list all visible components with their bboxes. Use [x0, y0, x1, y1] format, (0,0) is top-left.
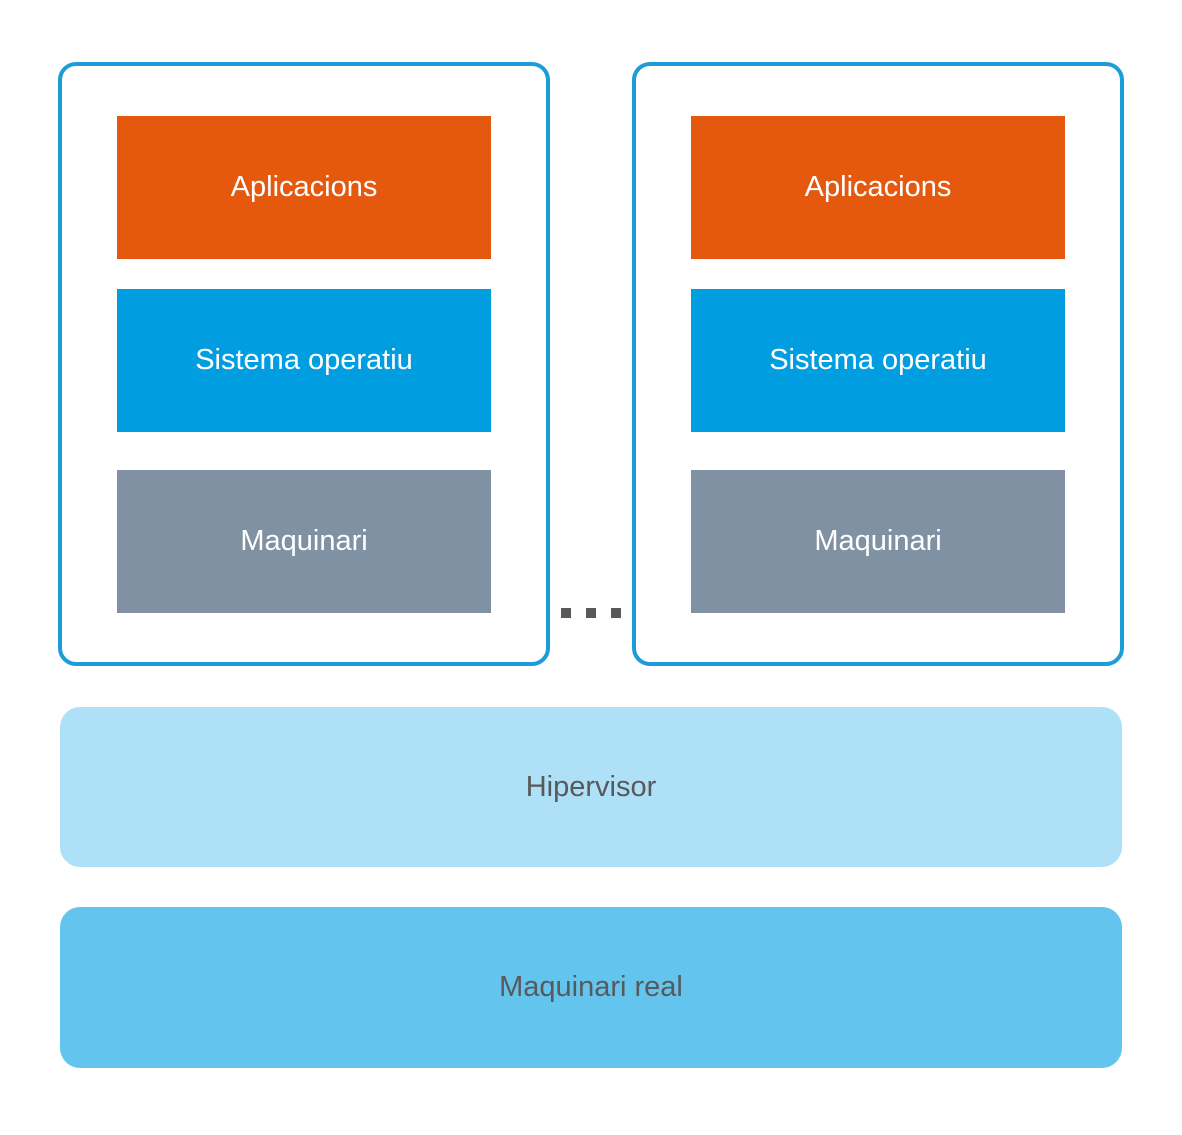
applications-label: Aplicacions	[804, 171, 952, 203]
real-hardware-bar: Maquinari real	[60, 907, 1122, 1068]
ellipsis-dot	[586, 608, 596, 618]
hardware-layer: Maquinari	[117, 470, 491, 613]
vm-box-2: Aplicacions Sistema operatiu Maquinari	[632, 62, 1124, 666]
operating-system-layer: Sistema operatiu	[117, 289, 491, 432]
ellipsis-separator	[561, 608, 621, 618]
hypervisor-label: Hipervisor	[525, 770, 657, 803]
applications-layer: Aplicacions	[691, 116, 1065, 259]
hardware-label: Maquinari	[240, 525, 368, 557]
hardware-layer: Maquinari	[691, 470, 1065, 613]
operating-system-label: Sistema operatiu	[195, 344, 413, 376]
ellipsis-dot	[561, 608, 571, 618]
applications-label: Aplicacions	[230, 171, 378, 203]
ellipsis-dot	[611, 608, 621, 618]
operating-system-label: Sistema operatiu	[769, 344, 987, 376]
hypervisor-bar: Hipervisor	[60, 707, 1122, 867]
applications-layer: Aplicacions	[117, 116, 491, 259]
operating-system-layer: Sistema operatiu	[691, 289, 1065, 432]
vm-box-1: Aplicacions Sistema operatiu Maquinari	[58, 62, 550, 666]
hardware-label: Maquinari	[814, 525, 942, 557]
real-hardware-label: Maquinari real	[499, 971, 683, 1003]
